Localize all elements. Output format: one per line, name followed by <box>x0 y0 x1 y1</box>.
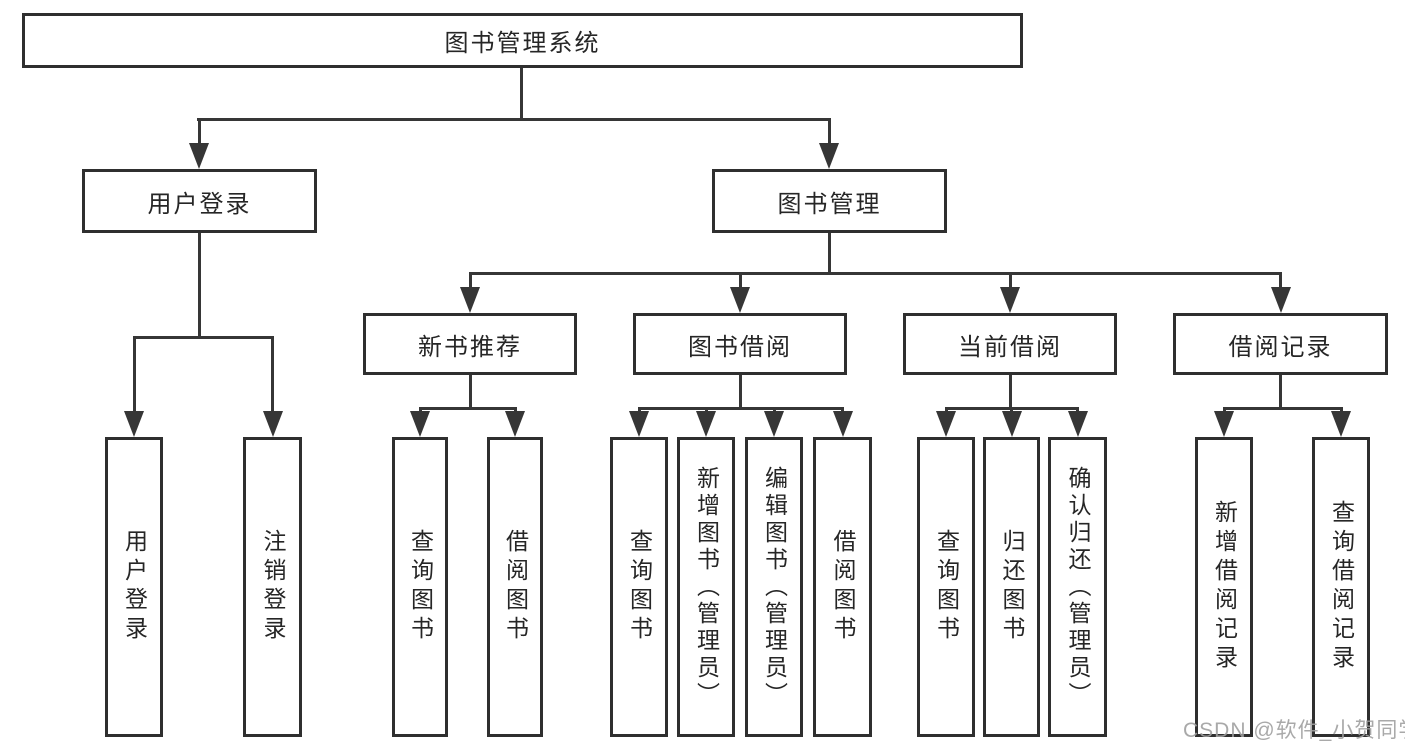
leaf-label: 归还图书 <box>999 529 1025 645</box>
node-book-management: 图书管理 <box>712 169 947 233</box>
arrow-down-icon <box>696 411 716 437</box>
leaf-add-borrow-record: 新增借阅记录 <box>1195 437 1253 737</box>
arrow-down-icon <box>505 411 525 437</box>
node-borrowing-records-label: 借阅记录 <box>1228 333 1333 361</box>
arrow-down-icon <box>1001 411 1022 437</box>
connector-branch <box>418 407 517 410</box>
connector-line <box>828 118 831 146</box>
leaf-label: 新增借阅记录 <box>1211 500 1238 674</box>
leaf-query-borrow-record: 查询借阅记录 <box>1312 437 1370 737</box>
leaf-confirm-return-admin: 确认归还（管理员） <box>1048 437 1107 737</box>
arrow-down-icon <box>1000 287 1020 313</box>
connector-line <box>1008 272 1012 289</box>
connector-user-login-branch <box>132 336 274 339</box>
leaf-query-books-current: 查询图书 <box>917 437 975 737</box>
connector-book-mgmt-branch <box>468 272 1282 275</box>
leaf-label: 查询借阅记录 <box>1328 500 1355 674</box>
leaf-return-books: 归还图书 <box>983 437 1040 737</box>
arrow-down-icon <box>730 287 750 313</box>
arrow-down-icon <box>1214 411 1234 437</box>
leaf-label: 借阅图书 <box>502 529 529 645</box>
leaf-add-books-admin: 新增图书（管理员） <box>677 437 735 737</box>
connector-line <box>468 272 472 289</box>
arrow-down-icon <box>1067 411 1088 437</box>
leaf-label: 确认归还（管理员） <box>1065 465 1091 709</box>
leaf-borrow-books-borrowing: 借阅图书 <box>813 437 872 737</box>
leaf-label: 借阅图书 <box>830 529 856 645</box>
connector-book-mgmt-stem <box>828 233 831 272</box>
connector-stem <box>738 375 742 407</box>
node-current-borrowing: 当前借阅 <box>903 313 1117 375</box>
connector-branch <box>637 407 844 410</box>
leaf-label: 查询图书 <box>407 529 434 645</box>
node-root-system: 图书管理系统 <box>22 13 1023 68</box>
connector-branch <box>1222 407 1343 410</box>
leaf-borrow-books-recommend: 借阅图书 <box>487 437 543 737</box>
leaf-user-login-label: 用户登录 <box>121 529 148 645</box>
leaf-label: 新增图书（管理员） <box>693 465 720 709</box>
connector-stem <box>1279 375 1282 407</box>
connector-line <box>197 118 201 146</box>
leaf-user-login: 用户登录 <box>105 437 163 737</box>
connector-line <box>271 336 274 414</box>
arrow-down-icon <box>764 411 784 437</box>
arrow-down-icon <box>832 411 853 437</box>
connector-line <box>1279 272 1282 289</box>
node-book-borrowing: 图书借阅 <box>633 313 847 375</box>
arrow-down-icon <box>629 411 649 437</box>
node-current-borrowing-label: 当前借阅 <box>958 333 1062 361</box>
connector-root-branch <box>197 118 831 121</box>
node-root-label: 图书管理系统 <box>444 30 601 57</box>
arrow-down-icon <box>262 411 283 437</box>
node-book-borrowing-label: 图书借阅 <box>688 333 792 361</box>
arrow-down-icon <box>819 143 839 169</box>
connector-stem <box>468 375 472 407</box>
leaf-query-books-recommend: 查询图书 <box>392 437 448 737</box>
arrow-down-icon <box>1331 411 1351 437</box>
leaf-label: 查询图书 <box>626 529 653 645</box>
connector-user-login-stem <box>198 233 201 336</box>
leaf-label: 查询图书 <box>933 529 960 645</box>
csdn-watermark: CSDN @软件_小贺同学 <box>1183 719 1405 742</box>
leaf-label: 编辑图书（管理员） <box>761 465 788 709</box>
arrow-down-icon <box>1270 287 1291 313</box>
leaf-logout-label: 注销登录 <box>260 529 286 645</box>
connector-line <box>738 272 742 289</box>
arrow-down-icon <box>410 411 430 437</box>
node-new-book-recommend: 新书推荐 <box>363 313 577 375</box>
arrow-down-icon <box>124 411 144 437</box>
arrow-down-icon <box>189 143 209 169</box>
node-book-management-label: 图书管理 <box>777 190 882 218</box>
connector-root-stem <box>520 68 523 118</box>
node-new-book-recommend-label: 新书推荐 <box>418 333 522 361</box>
leaf-edit-books-admin: 编辑图书（管理员） <box>745 437 803 737</box>
arrow-down-icon <box>460 287 480 313</box>
node-user-login: 用户登录 <box>82 169 317 233</box>
leaf-logout: 注销登录 <box>243 437 302 737</box>
arrow-down-icon <box>936 411 956 437</box>
connector-stem <box>1008 375 1012 407</box>
connector-line <box>132 336 136 414</box>
leaf-query-books-borrowing: 查询图书 <box>610 437 668 737</box>
node-borrowing-records: 借阅记录 <box>1173 313 1388 375</box>
node-user-login-label: 用户登录 <box>147 190 252 218</box>
